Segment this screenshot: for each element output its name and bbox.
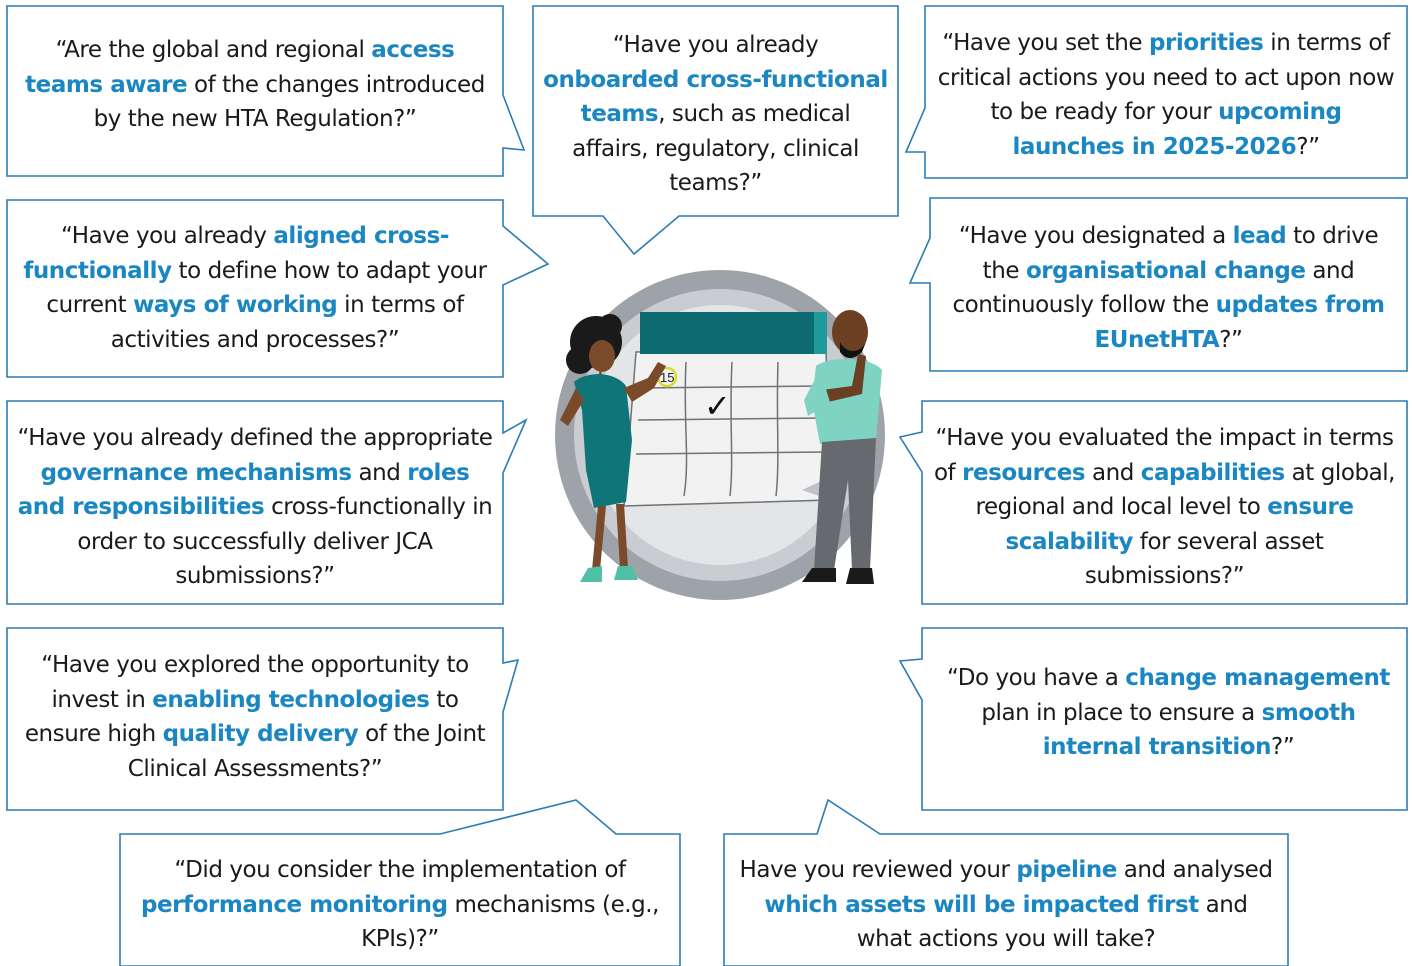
question-text: “Have you set the <box>942 30 1149 56</box>
highlight-text: capabilities <box>1140 459 1285 486</box>
highlight-text: organisational change <box>1025 257 1306 284</box>
question-text: to define how to adapt your current <box>46 257 487 319</box>
highlight-text: ways of working <box>133 292 338 318</box>
highlight-text: pipeline <box>1016 857 1117 883</box>
question-text: and <box>351 459 408 486</box>
bubble-lead: “Have you designated a lead to drive the… <box>940 219 1397 357</box>
question-text: cross-functionally in order to successfu… <box>77 494 493 589</box>
highlight-text: change management <box>1125 665 1390 691</box>
highlight-text: lead <box>1232 223 1287 249</box>
question-text: “Have you already <box>612 32 819 58</box>
highlight-text: onboarded cross-functional teams <box>543 66 888 128</box>
question-text: “Are the global and regional <box>55 37 372 63</box>
highlight-text: which assets will be impacted first <box>764 891 1199 918</box>
question-text: and continuously follow the <box>952 257 1355 319</box>
bubble-change-mgmt: “Do you have a change management plan in… <box>940 661 1397 765</box>
highlight-text: ensure scalability <box>1005 494 1354 555</box>
calendar-illustration: 15 ✓ <box>555 270 885 600</box>
question-text: ?” <box>1296 133 1320 160</box>
question-text: “Did you consider the implementation of <box>174 857 626 883</box>
question-text: “Have you already defined the appropriat… <box>17 425 493 451</box>
highlight-text: upcoming launches in 2025-2026 <box>1012 99 1342 160</box>
highlight-text: enabling technologies <box>152 686 430 713</box>
question-text: “Have you already <box>61 223 274 249</box>
bubble-technologies: “Have you explored the opportunity to in… <box>16 648 494 786</box>
bubble-access-teams: “Are the global and regional access team… <box>18 33 492 137</box>
question-text: for several asset submissions?” <box>1084 528 1324 590</box>
bubble-pipeline: Have you reviewed your pipeline and anal… <box>734 853 1278 957</box>
question-text: ?” <box>1271 734 1295 760</box>
bubble-aligned: “Have you already aligned cross-function… <box>16 219 494 357</box>
highlight-text: roles and responsibilities <box>17 459 470 521</box>
bubble-performance: “Did you consider the implementation of … <box>130 853 670 957</box>
highlight-text: resources <box>962 459 1086 486</box>
highlight-text: priorities <box>1149 30 1264 56</box>
question-text: ?” <box>1219 326 1243 353</box>
question-text: “Do you have a <box>947 665 1126 691</box>
question-text: to drive the <box>982 223 1379 284</box>
question-text: “Have you designated a <box>958 223 1233 249</box>
calendar-day-label: 15 <box>660 370 674 385</box>
highlight-text: smooth internal transition <box>1042 699 1356 761</box>
woman-figure <box>560 314 666 582</box>
question-text: of the Joint Clinical Assessments?” <box>127 721 486 782</box>
man-figure <box>802 310 882 584</box>
highlight-text: governance mechanisms <box>40 459 352 486</box>
question-text: and <box>1085 459 1141 486</box>
question-text: mechanisms (e.g., KPIs)?” <box>361 891 660 953</box>
bubble-priorities: “Have you set the priorities in terms of… <box>935 26 1397 164</box>
question-text: and what actions you will take? <box>856 891 1248 953</box>
question-text: “Have you evaluated the impact in terms … <box>933 425 1394 486</box>
question-text: and analysed <box>1116 857 1273 883</box>
question-text: to ensure high <box>24 686 459 748</box>
highlight-text: quality delivery <box>162 721 359 747</box>
question-text: “Have you explored the opportunity to in… <box>41 652 469 713</box>
question-text: plan in place to ensure a <box>981 699 1262 726</box>
highlight-text: performance monitoring <box>140 891 448 918</box>
bubble-resources: “Have you evaluated the impact in terms … <box>932 421 1397 594</box>
question-text: at global, regional and local level to <box>975 459 1396 521</box>
bubble-onboarded-teams: “Have you already onboarded cross-functi… <box>543 28 888 201</box>
highlight-text: updates from EUnetHTA <box>1094 292 1385 353</box>
check-mark-icon: ✓ <box>704 387 731 425</box>
question-text: of the changes introduced by the new HTA… <box>93 71 486 133</box>
question-text: in terms of activities and processes?” <box>110 292 464 353</box>
highlight-text: aligned cross-functionally <box>23 223 449 284</box>
calendar-icon: 15 ✓ <box>623 312 832 507</box>
highlight-text: access teams aware <box>25 37 455 98</box>
question-text: Have you reviewed your <box>739 857 1017 883</box>
question-text: , such as medical affairs, regulatory, c… <box>572 101 859 196</box>
bubble-governance: “Have you already defined the appropriat… <box>16 421 494 594</box>
question-text: in terms of critical actions you need to… <box>937 30 1395 125</box>
